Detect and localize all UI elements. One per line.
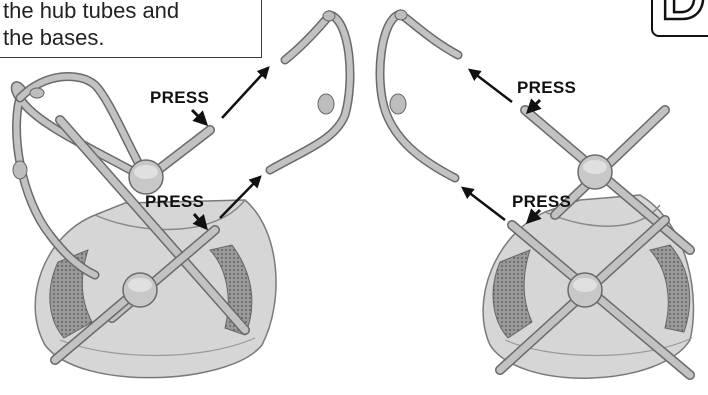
left-mesh-panel-right	[209, 244, 253, 336]
right-arrow-upper	[468, 68, 513, 103]
right-mesh-panel	[492, 249, 533, 339]
instruction-caption: the hub tubes and the bases.	[0, 0, 262, 58]
caption-line-2: the bases.	[3, 25, 105, 50]
step-indicator: D	[651, 0, 708, 37]
left-assembly	[10, 10, 355, 379]
left-arrow-lower	[219, 175, 262, 219]
press-label-right-lower: PRESS	[512, 192, 572, 211]
left-arrow-upper	[221, 66, 270, 119]
caption-line-1: the hub tubes and	[3, 0, 180, 23]
left-seat-fold	[59, 337, 256, 357]
right-assembly	[375, 9, 695, 380]
press-label-left-upper: PRESS	[150, 88, 210, 107]
press-label-right-upper: PRESS	[517, 78, 577, 97]
left-seat-rim	[94, 199, 246, 231]
press-label-left-lower: PRESS	[145, 192, 205, 211]
step-letter: D	[660, 0, 707, 31]
right-arrow-lower	[461, 186, 506, 221]
right-mesh-panel-right	[649, 244, 691, 333]
